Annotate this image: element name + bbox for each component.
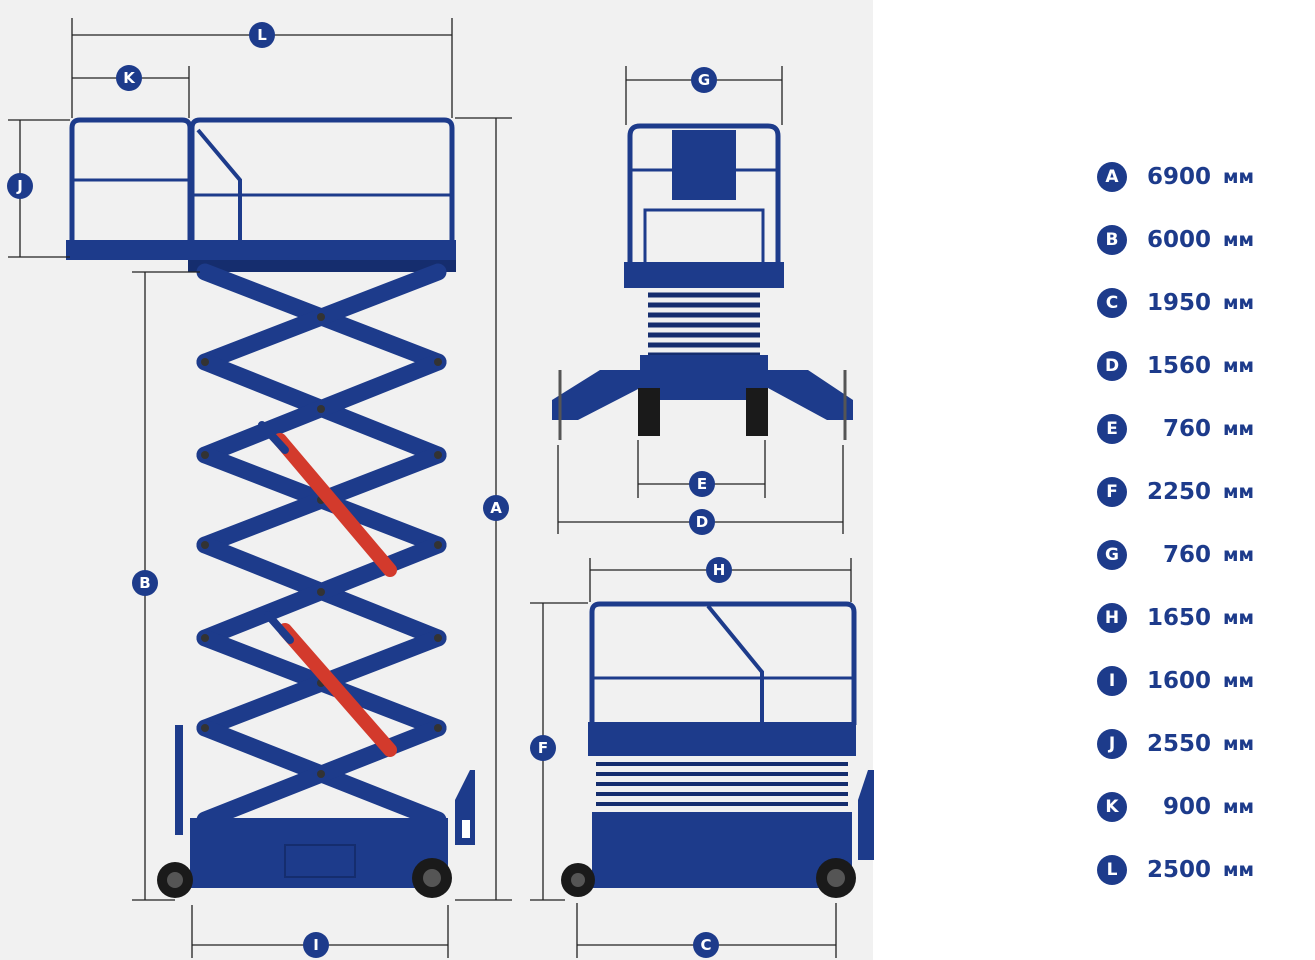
badge-c: C <box>693 932 719 958</box>
rear-body <box>592 812 852 888</box>
legend-row-a: A 6900 мм <box>1097 160 1312 194</box>
side-deck-lower <box>188 260 456 272</box>
legend-row-e: E 760 мм <box>1097 412 1312 446</box>
legend-value: 1600 <box>1146 668 1211 694</box>
svg-text:D: D <box>696 513 708 531</box>
legend-value: 2250 <box>1146 479 1211 505</box>
badge-j: J <box>7 173 33 199</box>
front-view <box>552 123 853 440</box>
rear-deck <box>588 722 856 756</box>
dimension-badges: L K J B A I G E D H F C <box>7 22 732 958</box>
rear-scissor-stack <box>596 762 848 806</box>
legend-unit: мм <box>1223 607 1255 629</box>
front-center-panel <box>672 130 736 200</box>
legend-value: 1950 <box>1146 290 1211 316</box>
badge-e: E <box>689 471 715 497</box>
side-pivots <box>201 313 442 778</box>
legend-value: 6900 <box>1146 164 1211 190</box>
badge-a: A <box>483 495 509 521</box>
legend-unit: мм <box>1223 292 1255 314</box>
badge-b: B <box>132 570 158 596</box>
front-outriggers <box>552 370 853 420</box>
legend-row-g: G 760 мм <box>1097 538 1312 572</box>
svg-text:L: L <box>257 26 267 44</box>
legend-badge: L <box>1097 855 1127 885</box>
front-deck <box>624 262 784 288</box>
legend-row-j: J 2550 мм <box>1097 727 1312 761</box>
legend-unit: мм <box>1223 733 1255 755</box>
legend-badge: J <box>1097 729 1127 759</box>
legend-value: 2550 <box>1146 731 1211 757</box>
svg-text:A: A <box>490 499 502 517</box>
rear-view <box>561 601 874 898</box>
legend-unit: мм <box>1223 481 1255 503</box>
legend-badge: C <box>1097 288 1127 318</box>
badge-i: I <box>303 932 329 958</box>
legend-badge: E <box>1097 414 1127 444</box>
badge-h: H <box>706 557 732 583</box>
legend-row-d: D 1560 мм <box>1097 349 1312 383</box>
svg-text:C: C <box>700 936 711 954</box>
svg-text:J: J <box>16 177 23 195</box>
legend-badge: K <box>1097 792 1127 822</box>
svg-text:H: H <box>713 561 726 579</box>
badge-k: K <box>116 65 142 91</box>
legend-row-h: H 1650 мм <box>1097 601 1312 635</box>
legend-badge: G <box>1097 540 1127 570</box>
legend-badge: D <box>1097 351 1127 381</box>
legend-badge: B <box>1097 225 1127 255</box>
badge-f: F <box>530 735 556 761</box>
legend-badge: H <box>1097 603 1127 633</box>
legend-unit: мм <box>1223 544 1255 566</box>
legend-value: 1650 <box>1146 605 1211 631</box>
legend-row-b: B 6000 мм <box>1097 223 1312 257</box>
badge-l: L <box>249 22 275 48</box>
side-wheels <box>157 858 452 898</box>
legend-unit: мм <box>1223 859 1255 881</box>
legend-unit: мм <box>1223 670 1255 692</box>
legend-badge: A <box>1097 162 1127 192</box>
svg-text:F: F <box>538 739 548 757</box>
legend-value: 760 <box>1162 542 1211 568</box>
legend-unit: мм <box>1223 355 1255 377</box>
svg-text:B: B <box>139 574 150 592</box>
svg-text:I: I <box>313 936 319 954</box>
side-chassis <box>175 725 475 888</box>
side-deck <box>66 240 456 260</box>
svg-text:K: K <box>123 69 136 87</box>
svg-text:E: E <box>697 475 707 493</box>
rear-ladder <box>858 770 874 860</box>
legend-unit: мм <box>1223 229 1255 251</box>
badge-d: D <box>689 509 715 535</box>
legend-unit: мм <box>1223 166 1255 188</box>
legend-badge: I <box>1097 666 1127 696</box>
legend-value: 6000 <box>1146 227 1211 253</box>
legend-value: 1560 <box>1146 353 1211 379</box>
side-hydraulic-cylinders <box>258 421 397 757</box>
legend-row-f: F 2250 мм <box>1097 475 1312 509</box>
legend-value: 900 <box>1162 794 1211 820</box>
side-view <box>66 117 475 898</box>
legend-row-i: I 1600 мм <box>1097 664 1312 698</box>
legend-row-c: C 1950 мм <box>1097 286 1312 320</box>
svg-text:G: G <box>698 71 710 89</box>
legend-unit: мм <box>1223 796 1255 818</box>
legend-unit: мм <box>1223 418 1255 440</box>
rear-railing <box>589 601 857 725</box>
legend-value: 2500 <box>1146 857 1211 883</box>
legend-row-k: K 900 мм <box>1097 790 1312 824</box>
front-tracks <box>638 388 768 436</box>
legend-row-l: L 2500 мм <box>1097 853 1312 887</box>
front-scissor-stack <box>648 292 760 358</box>
side-railing <box>69 117 455 240</box>
legend-value: 760 <box>1162 416 1211 442</box>
legend-badge: F <box>1097 477 1127 507</box>
front-jacks <box>558 370 847 440</box>
badge-g: G <box>691 67 717 93</box>
rear-wheels <box>561 858 856 898</box>
